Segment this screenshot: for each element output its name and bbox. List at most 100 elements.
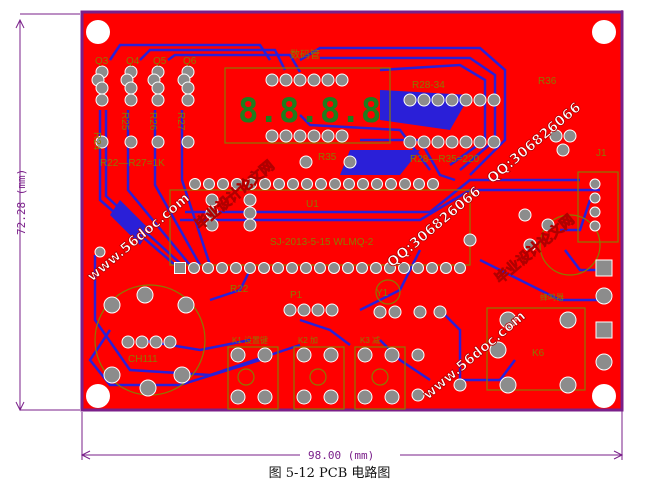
pad	[257, 389, 273, 405]
pad	[541, 218, 555, 232]
pad	[245, 178, 257, 190]
pad	[499, 376, 517, 394]
pad	[217, 178, 229, 190]
pad	[426, 262, 438, 274]
pad	[413, 178, 425, 190]
pad	[454, 262, 466, 274]
pad	[595, 353, 613, 371]
k6-outline	[486, 307, 586, 391]
pad	[299, 155, 313, 169]
pad	[243, 218, 257, 232]
pad	[463, 233, 477, 247]
pad	[286, 262, 298, 274]
pad	[135, 335, 149, 349]
pad	[335, 129, 349, 143]
pad	[487, 93, 501, 107]
label-r22: R22	[230, 284, 249, 295]
pad	[151, 135, 165, 149]
pad	[177, 296, 195, 314]
pad	[589, 220, 601, 232]
pad	[293, 129, 307, 143]
mounting-holes	[86, 20, 616, 408]
label-r28-34: R28-34	[412, 80, 445, 91]
pad	[151, 81, 165, 95]
label-q3: Q3	[95, 56, 109, 67]
mounting-hole	[592, 384, 616, 408]
pad	[230, 347, 246, 363]
pad	[411, 388, 425, 402]
pad	[293, 73, 307, 87]
pad	[328, 262, 340, 274]
label-k3: K3 减	[360, 335, 380, 345]
pad	[259, 178, 271, 190]
label-display: 数码管	[290, 48, 320, 61]
pad	[431, 135, 445, 149]
pad	[431, 93, 445, 107]
pad	[189, 178, 201, 190]
pad	[124, 81, 138, 95]
pad	[388, 305, 402, 319]
pad	[325, 303, 339, 317]
pad	[173, 366, 191, 384]
silkscreen-labels: Q3 Q4 Q5 Q6 R24 R25 R26 R27 R22—R27=1K 数…	[91, 48, 607, 365]
label-u1: U1	[306, 199, 319, 210]
pad	[202, 262, 214, 274]
pad	[371, 178, 383, 190]
pad	[549, 129, 563, 143]
pad	[417, 93, 431, 107]
label-r27: R27	[175, 112, 186, 131]
pad	[413, 305, 427, 319]
pad	[559, 376, 577, 394]
pad	[243, 206, 257, 220]
pad	[296, 347, 312, 363]
pad	[459, 135, 473, 149]
pad	[257, 347, 273, 363]
pad	[427, 178, 439, 190]
pad	[307, 73, 321, 87]
pad	[329, 178, 341, 190]
pad	[265, 73, 279, 87]
pad	[399, 178, 411, 190]
pad	[589, 192, 601, 204]
pad	[417, 135, 431, 149]
k2-outline	[293, 346, 345, 410]
pad	[124, 135, 138, 149]
pad	[343, 155, 357, 169]
pad	[489, 341, 507, 359]
pad	[136, 286, 154, 304]
label-q5: Q5	[153, 56, 167, 67]
pad	[595, 287, 613, 305]
k3-outline	[354, 346, 406, 410]
pad	[273, 178, 285, 190]
pad	[181, 93, 195, 107]
label-r35: R35	[318, 152, 337, 163]
pad	[323, 389, 339, 405]
pad	[384, 389, 400, 405]
pad	[398, 262, 410, 274]
pad	[205, 193, 219, 207]
pad	[121, 335, 135, 349]
pad	[595, 259, 613, 277]
pad	[265, 129, 279, 143]
label-k6: K6	[532, 348, 545, 359]
display-outline	[224, 67, 391, 144]
pad	[174, 262, 186, 274]
pad	[244, 262, 256, 274]
pad	[335, 73, 349, 87]
pad	[487, 135, 501, 149]
label-r24: R24	[91, 132, 102, 151]
pad	[357, 347, 373, 363]
label-y1: Y1	[376, 288, 389, 299]
seven-segment-display: 8.8.8.8	[238, 91, 381, 131]
pad	[95, 93, 109, 107]
pad	[563, 129, 577, 143]
pad	[459, 93, 473, 107]
pad	[151, 93, 165, 107]
pad	[203, 178, 215, 190]
pad	[103, 366, 121, 384]
pad	[296, 389, 312, 405]
label-ch111: CH111	[128, 354, 158, 365]
pad	[103, 296, 121, 314]
pad	[311, 303, 325, 317]
